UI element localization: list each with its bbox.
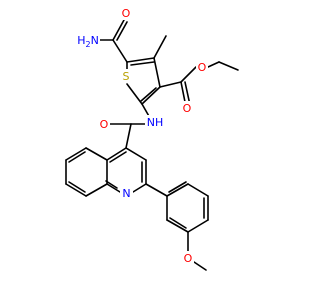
bond [130,61,155,66]
bond [65,147,87,161]
oxygen-label: O [100,118,109,131]
oxygen-label: O [122,7,131,20]
atom-label: O [181,101,193,115]
structure-diagram: H2N O S O O O NH N [65,6,239,271]
bond [168,181,187,193]
bond [180,66,197,83]
atom-label: O [120,6,132,20]
amide-nh-label: NH [147,116,164,129]
atom-label: O [196,60,208,74]
bond [68,151,86,163]
bond [125,147,147,161]
bond [116,21,128,41]
bond [68,181,86,193]
bond [65,183,87,197]
bond [85,147,108,161]
bond [166,219,189,233]
bond [218,61,239,71]
bond [169,217,187,229]
sulfur-label: S [123,70,130,83]
atom-label: O [98,117,110,131]
bond [159,81,182,88]
atom-label: O [182,251,194,265]
atom-layer: H2N O S O O O NH N [74,6,208,265]
atom-label: NH [145,115,165,129]
bond [153,35,167,59]
bond [126,83,143,105]
bond [109,151,127,163]
bond [132,183,147,193]
bond [187,183,209,197]
bond [140,87,157,102]
oxygen-label: O [183,102,192,115]
bond [141,86,161,105]
atom-label: N [120,186,133,200]
bond [193,261,207,271]
bond [85,183,108,197]
bond [187,219,209,233]
bond [126,57,155,63]
bond-layer [65,19,239,271]
oxygen-label: O [198,61,207,74]
amine-label: H2N [77,34,99,49]
atom-label: S [120,69,132,83]
bond [105,180,118,189]
bond [106,183,121,193]
bond [166,183,189,197]
bond [207,61,220,68]
bond [145,183,168,197]
bond [125,123,132,149]
nitrogen-label: N [122,187,130,200]
bond [106,147,127,161]
bond [112,39,128,63]
bond [112,19,125,41]
bond [153,57,161,88]
oxygen-label: O [184,252,193,265]
atom-label: H2N [74,33,100,49]
